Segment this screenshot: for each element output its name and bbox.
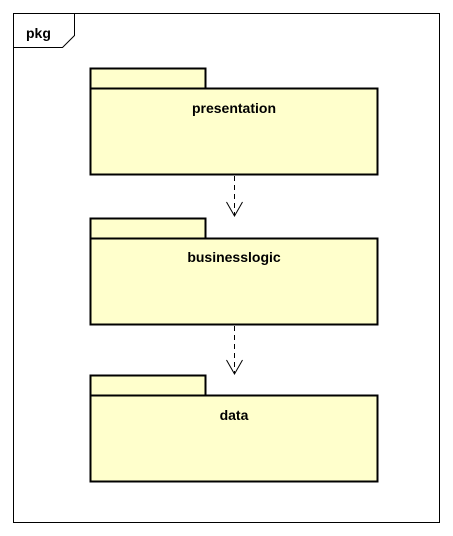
dependency-businesslogic-to-data[interactable] bbox=[226, 326, 243, 376]
package-label: data bbox=[220, 407, 249, 423]
package-businesslogic[interactable]: businesslogic bbox=[89, 217, 379, 326]
package-tab bbox=[89, 67, 207, 90]
package-label: presentation bbox=[192, 100, 276, 116]
package-tab bbox=[89, 374, 207, 397]
package-body bbox=[89, 237, 379, 326]
open-arrowhead-icon bbox=[226, 359, 243, 376]
package-tab bbox=[89, 217, 207, 240]
package-body bbox=[89, 87, 379, 176]
package-body bbox=[89, 394, 379, 483]
package-presentation[interactable]: presentation bbox=[89, 67, 379, 176]
dependency-presentation-to-businesslogic[interactable] bbox=[226, 176, 243, 218]
open-arrowhead-icon bbox=[226, 201, 243, 218]
frame-label-tab bbox=[13, 13, 75, 48]
frame-label: pkg bbox=[26, 25, 51, 41]
package-label: businesslogic bbox=[187, 249, 281, 265]
package-data[interactable]: data bbox=[89, 374, 379, 483]
